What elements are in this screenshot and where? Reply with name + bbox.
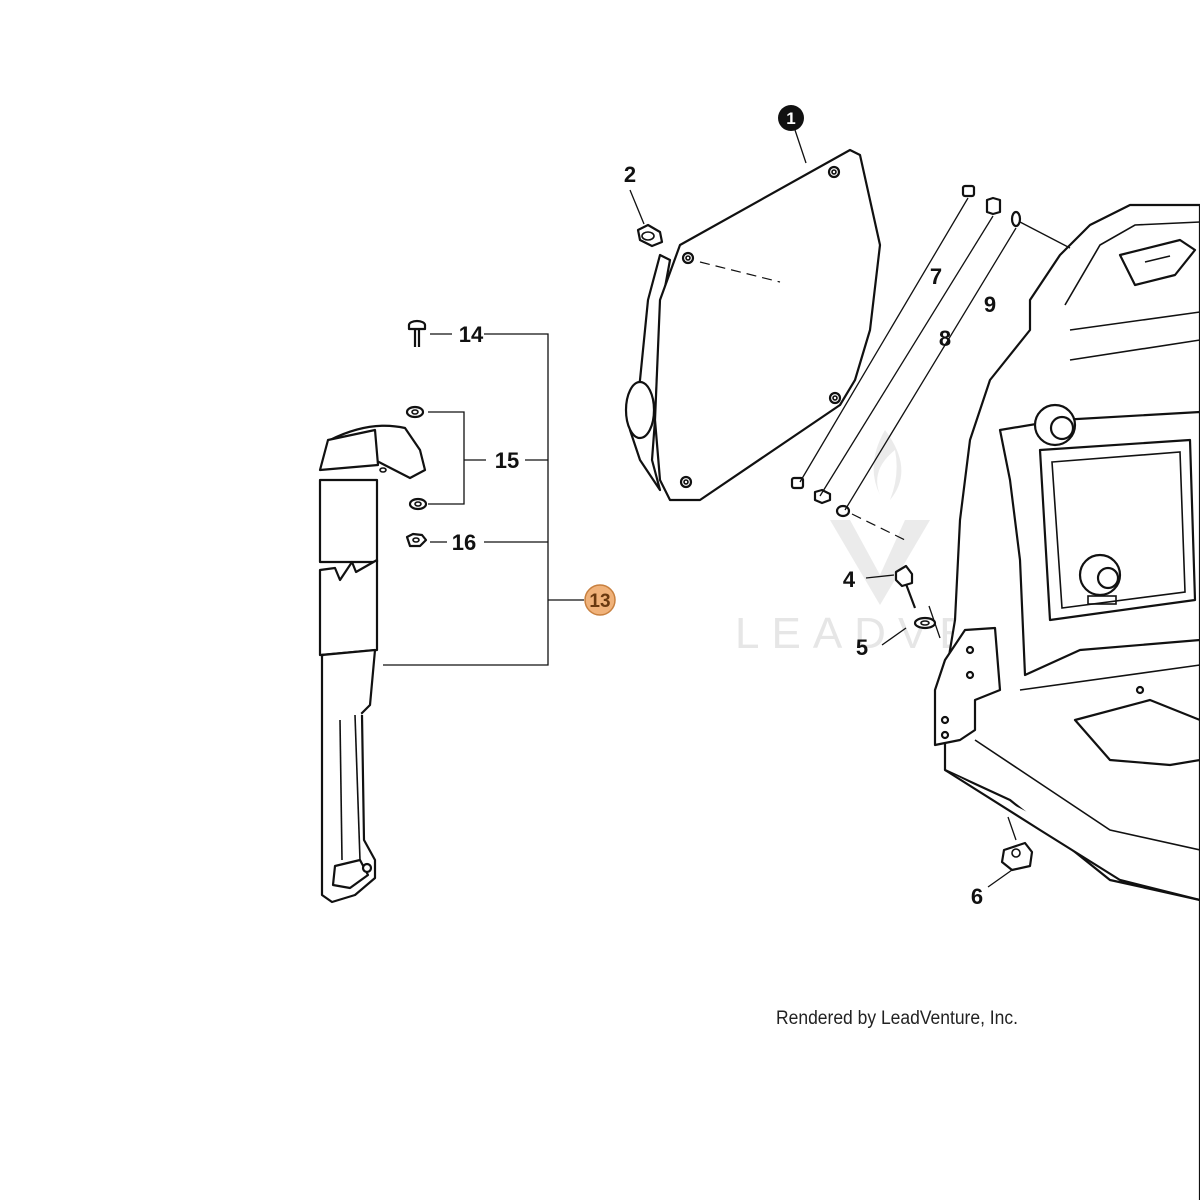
callout-13-label: 13 <box>589 591 610 612</box>
bolt-and-washer <box>894 564 937 630</box>
strap-screw <box>407 319 427 347</box>
cover-plate <box>624 148 882 502</box>
callout-7[interactable]: 7 <box>930 264 942 289</box>
callouts: 1 2 4 5 6 7 8 9 13 14 15 16 <box>452 105 996 909</box>
callout-1[interactable]: 1 <box>778 105 804 131</box>
render-credit: Rendered by LeadVenture, Inc. <box>776 1008 1018 1029</box>
callout-8[interactable]: 8 <box>939 326 951 351</box>
callout-2[interactable]: 2 <box>624 162 636 187</box>
callout-4[interactable]: 4 <box>843 567 856 592</box>
leader-lines <box>383 129 1017 888</box>
strap-washers <box>405 405 428 511</box>
blower-frame <box>933 203 1200 1200</box>
lock-nut <box>1000 841 1034 872</box>
harness-strap <box>318 424 427 904</box>
callout-15[interactable]: 15 <box>495 448 519 473</box>
callout-5[interactable]: 5 <box>856 635 868 660</box>
watermark-logo-icon <box>830 430 930 605</box>
hardware-7-8-9 <box>790 184 1071 541</box>
callout-16[interactable]: 16 <box>452 530 476 555</box>
callout-1-label: 1 <box>786 109 795 128</box>
callout-6[interactable]: 6 <box>971 884 983 909</box>
strap-nut <box>405 532 428 548</box>
callout-13[interactable]: 13 <box>584 584 616 616</box>
callout-14[interactable]: 14 <box>459 322 484 347</box>
callout-9[interactable]: 9 <box>984 292 996 317</box>
grommet <box>636 223 664 248</box>
